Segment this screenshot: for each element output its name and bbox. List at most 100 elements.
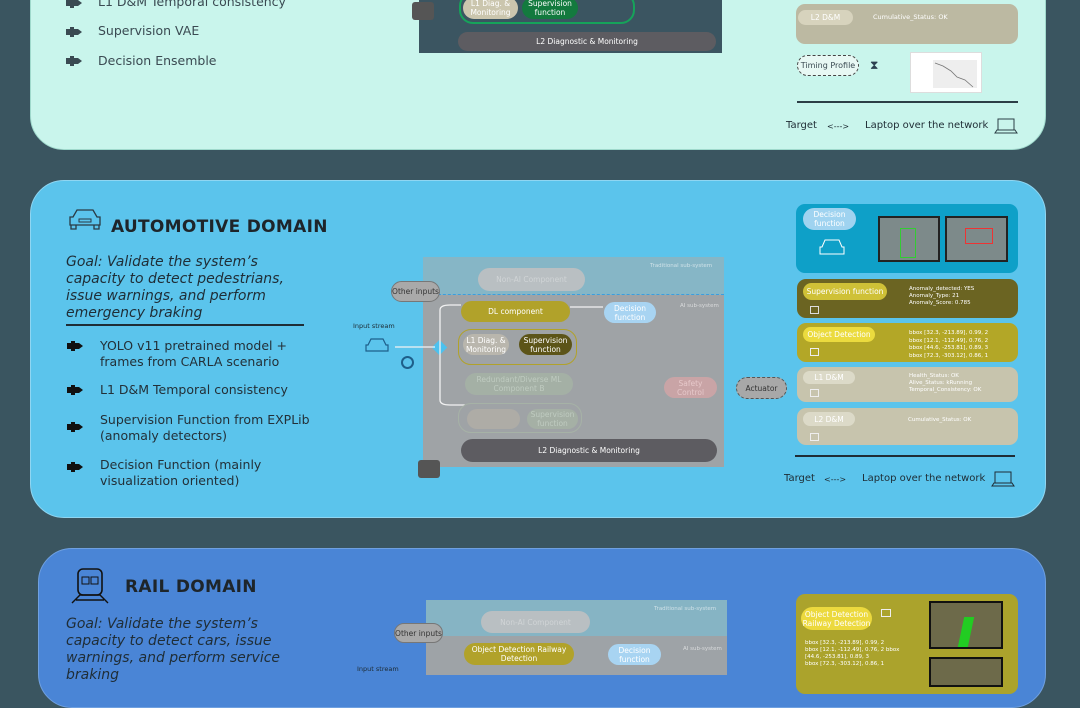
non-ai-node: Non-AI Component	[478, 268, 585, 291]
l1-group	[458, 329, 577, 365]
supervision-label: Supervision function	[803, 283, 887, 300]
car-icon	[819, 239, 845, 255]
automotive-title: AUTOMOTIVE DOMAIN	[111, 217, 328, 237]
plug-icon	[67, 341, 83, 351]
detection-image	[945, 216, 1008, 262]
bullet-item: Decision Function (mainly visualization …	[100, 457, 262, 488]
hardware-board-icon	[412, 2, 434, 20]
railway-track-overlay	[957, 617, 975, 647]
terminal-icon[interactable]	[810, 348, 819, 356]
non-ai-node: Non-AI Component	[481, 611, 590, 633]
timing-chart-thumbnail[interactable]	[910, 52, 982, 93]
dl-component-node: DL component	[461, 301, 570, 322]
l1-group	[459, 0, 635, 24]
divider	[795, 455, 1015, 457]
flow-arrows	[395, 304, 603, 406]
plug-icon	[67, 385, 83, 395]
decision-label: Decision function	[803, 208, 856, 230]
output-line: bbox [72.3, -303.12], 0.86, 1	[805, 661, 885, 667]
plug-icon	[67, 462, 83, 472]
output-line: Alive_Status: kRunning	[909, 380, 973, 386]
automotive-goal: Goal: Validate the system’s capacity to …	[66, 254, 316, 322]
output-line: bbox [44.6, -253.81], 0.89, 3	[909, 345, 989, 351]
webcam-icon	[401, 356, 414, 369]
hourglass-icon: ⧗	[870, 58, 879, 72]
l2-diag-node: L2 Diagnostic & Monitoring	[458, 32, 716, 51]
terminal-icon[interactable]	[810, 389, 819, 397]
laptop-icon	[994, 118, 1018, 134]
bullet-item: Supervision Function from EXPLib (anomal…	[100, 412, 310, 443]
other-inputs-node: Other inputs	[391, 281, 440, 302]
l2-diag-node: L2 Diagnostic & Monitoring	[461, 439, 717, 462]
terminal-icon[interactable]	[810, 306, 819, 314]
laptop-label: Laptop over the network	[865, 120, 989, 131]
output-line: Anomaly_detected: YES	[909, 286, 975, 292]
car-icon	[69, 209, 101, 230]
laptop-label: Laptop over the network	[862, 473, 986, 484]
railway-image	[929, 601, 1003, 649]
plug-icon	[66, 27, 82, 37]
goal-text: : Validate the system’s capacity to dete…	[66, 254, 284, 321]
l1-dm-label: L1 D&M	[803, 371, 855, 384]
target-label: Target	[784, 473, 815, 484]
object-detection-label: Object Detection	[803, 327, 875, 342]
bbox-red	[965, 228, 993, 244]
l1-diag-node: L1 Diag. & Monitoring	[463, 0, 518, 19]
divider	[66, 324, 304, 326]
rail-title: RAIL DOMAIN	[125, 577, 257, 597]
decision-node: Decision function	[604, 302, 656, 323]
terminal-icon[interactable]	[881, 609, 891, 617]
divider	[797, 101, 1018, 103]
ai-label: AI sub-system	[680, 303, 719, 309]
plug-icon	[66, 0, 82, 8]
bbox-green	[900, 228, 916, 258]
l1-diag-node: L1 Diag. & Monitoring	[463, 334, 509, 355]
l2-status: Cumulative_Status: OK	[873, 13, 948, 21]
train-icon	[71, 568, 109, 604]
rail-goal: Goal: Validate the system’s capacity to …	[66, 616, 281, 683]
l2-dm-output: Cumulative_Status: OK	[908, 417, 972, 423]
object-detection-label: Object Detection Railway Detection	[801, 607, 872, 630]
output-line: bbox [12.1, -112.49], 0.76, 2 bbox	[805, 647, 900, 653]
ai-label: AI sub-system	[683, 646, 722, 652]
railway-image	[929, 657, 1003, 687]
output-line: Temporal_Consistency: OK	[909, 387, 982, 393]
target-label: Target	[786, 120, 817, 131]
bullet-item: L1 D&M Temporal consistency	[100, 382, 288, 397]
l2-dm-label: L2 D&M	[798, 10, 853, 25]
decision-node: Decision function	[608, 644, 661, 665]
output-line: bbox [32.3, -213.89], 0.99, 2	[805, 640, 885, 646]
terminal-icon[interactable]	[810, 433, 819, 441]
hardware-board-icon	[418, 460, 440, 478]
redundant-component-node: Redundant/Diverse ML Component B	[465, 373, 573, 395]
goal-label: Goal	[66, 254, 98, 270]
other-inputs-node: Other inputs	[394, 623, 443, 643]
bullet-item: Decision Ensemble	[98, 53, 217, 68]
output-line: [44.6, -253.81], 0.89, 3	[805, 654, 870, 660]
supervision-node-b: Supervision function	[527, 409, 578, 429]
l1-diag-node-b	[467, 409, 520, 429]
actuator-node: Actuator	[736, 377, 787, 399]
input-stream-label: Input stream	[353, 322, 395, 330]
output-line: bbox [12.1, -112.49], 0.76, 2	[909, 337, 989, 344]
safety-control-node: Safety Control	[664, 377, 717, 398]
bullet-item: L1 D&M Temporal consistency	[98, 0, 286, 9]
detection-node: Object Detection Railway Detection	[464, 643, 574, 665]
traditional-label: Traditional sub-system	[654, 606, 717, 612]
l2-dm-label: L2 D&M	[803, 412, 855, 426]
plug-icon	[67, 422, 83, 432]
plug-icon	[66, 56, 82, 66]
laptop-icon	[991, 471, 1015, 487]
supervision-node: Supervision function	[519, 334, 572, 355]
car-icon	[365, 338, 389, 352]
detection-image	[878, 216, 940, 262]
bullet-item: YOLO v11 pretrained model + frames from …	[100, 338, 287, 369]
output-line: bbox [72.3, -303.12], 0.86, 1	[909, 352, 989, 359]
timing-profile-button[interactable]: Timing Profile	[797, 55, 859, 76]
output-line: Anomaly_Score: 0.785	[909, 300, 971, 306]
output-line: bbox [32.3, -213.89], 0.99, 2	[909, 330, 989, 336]
bullet-item: Supervision VAE	[98, 23, 200, 38]
